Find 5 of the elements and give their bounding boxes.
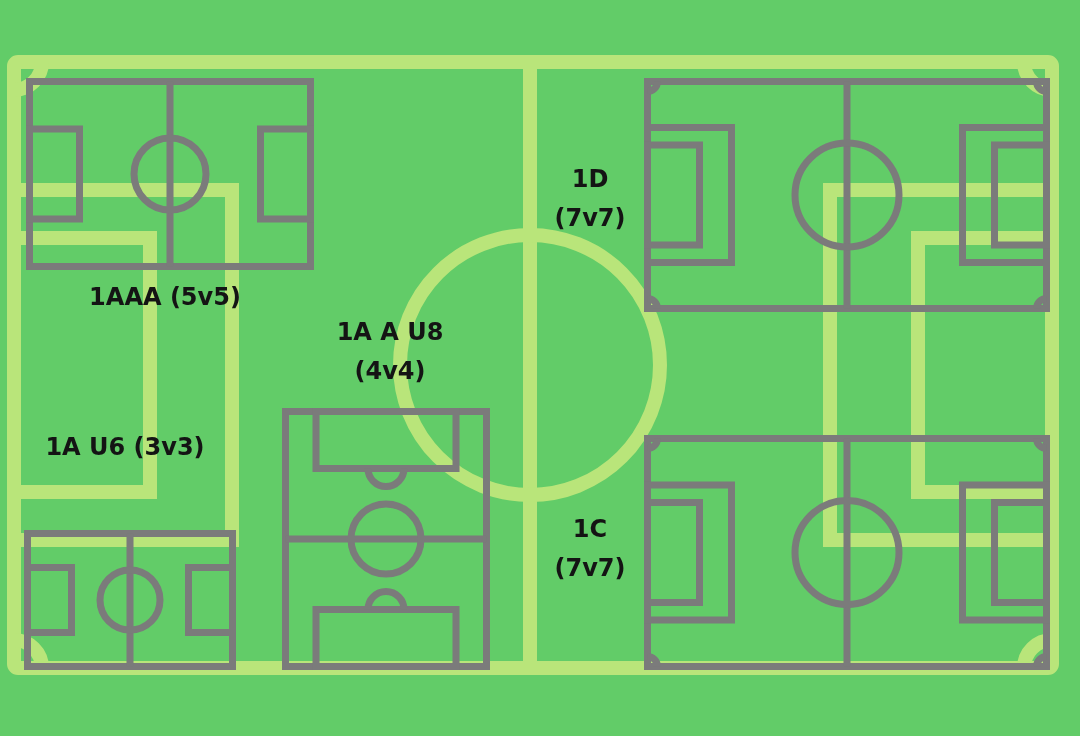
pitch-label: 1A U6 (3v3)	[44, 432, 206, 463]
pitch-label: 1C (7v7)	[553, 514, 627, 584]
pitch-label: 1D (7v7)	[553, 164, 627, 234]
pitch-label: 1A A U8 (4v4)	[335, 317, 445, 387]
pitch-label: 1AAA (5v5)	[88, 282, 242, 313]
